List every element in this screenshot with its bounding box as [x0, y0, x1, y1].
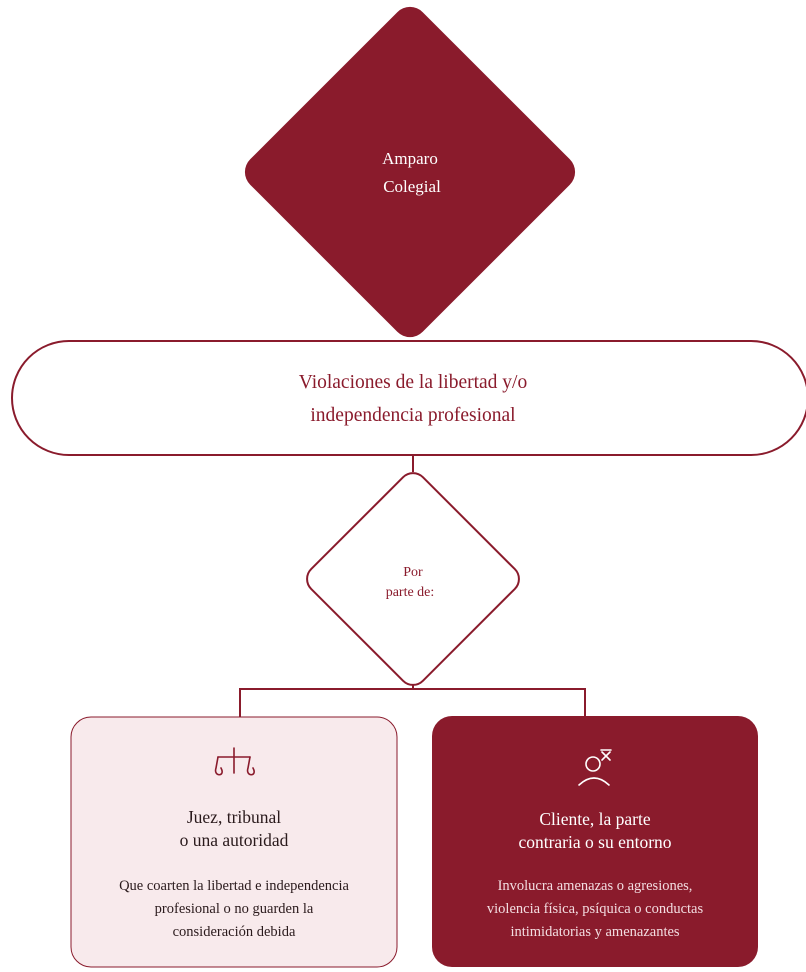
amparo-colegial-label-line1: Amparo	[382, 149, 438, 168]
judge-authority-desc-line3: consideración debida	[172, 924, 296, 940]
client-party-description: Involucra amenazas o agresiones, violenc…	[432, 875, 758, 944]
violations-label-line2: independencia profesional	[310, 405, 516, 426]
client-party-title-line2: contraria o su entorno	[518, 832, 672, 852]
por-parte-de-label-line2: parte de:	[386, 585, 435, 600]
por-parte-de-label-line1: Por	[403, 565, 423, 580]
scales-icon	[214, 747, 255, 776]
judge-authority-title: Juez, tribunal o una autoridad	[71, 806, 397, 852]
client-party-title: Cliente, la parte contraria o su entorno	[432, 808, 758, 854]
judge-authority-title-line1: Juez, tribunal	[186, 807, 282, 827]
por-parte-de-diamond	[306, 472, 520, 686]
violations-label-line1: Violaciones de la libertad y/o	[299, 372, 527, 393]
client-party-desc-line3: intimidatorias y amenazantes	[510, 924, 680, 940]
judge-authority-description: Que coarten la libertad e independencia …	[71, 875, 397, 944]
violations-node	[11, 340, 806, 456]
person-threat-icon	[578, 749, 612, 786]
amparo-colegial-diamond	[244, 6, 576, 338]
client-party-card	[432, 716, 758, 967]
connector-branch	[239, 688, 586, 717]
amparo-colegial-label-line2: Colegial	[383, 177, 441, 196]
client-party-title-line1: Cliente, la parte	[539, 809, 651, 829]
judge-authority-desc-line2: profesional o no guarden la	[154, 901, 314, 917]
judge-authority-desc-line1: Que coarten la libertad e independencia	[119, 878, 349, 894]
client-party-desc-line2: violencia física, psíquica o conductas	[486, 901, 704, 917]
client-party-desc-line1: Involucra amenazas o agresiones,	[497, 878, 693, 894]
judge-authority-card	[70, 716, 398, 968]
judge-authority-title-line2: o una autoridad	[179, 830, 289, 850]
